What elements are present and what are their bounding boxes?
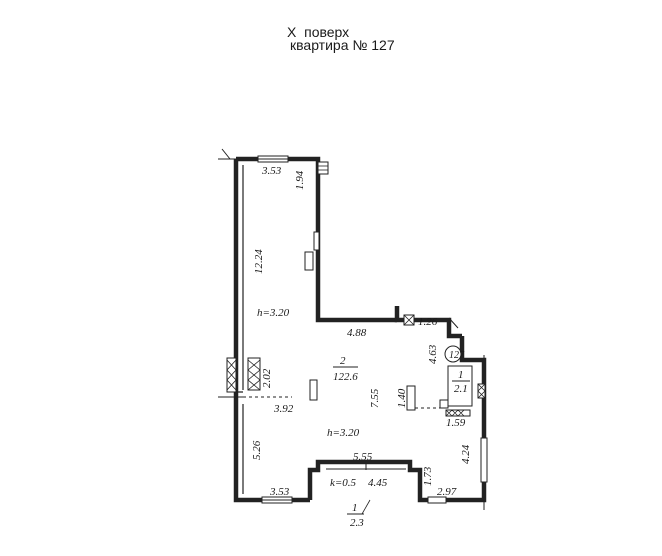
dim-left-lower-height: 5.26 (251, 440, 263, 460)
column-left (309, 379, 318, 401)
window-bottom-right (427, 496, 447, 504)
dim-balcony-top: 5.55 (353, 451, 373, 463)
dim-left-window: 2.02 (261, 368, 273, 388)
apartment-badge: 127 (449, 350, 465, 361)
balcony-leader (361, 499, 371, 515)
balcony-k: k=0.5 (330, 477, 357, 489)
wall-mid-step (394, 306, 462, 339)
bathroom-box (447, 365, 473, 407)
column-center (406, 385, 416, 411)
dim-bath-width: 1.59 (446, 417, 466, 429)
dim-central-span: 7.55 (369, 388, 381, 408)
apartment-badge-circle (444, 345, 462, 363)
hatch-left-2 (247, 357, 261, 391)
balcony-number: 1 (352, 502, 358, 514)
balcony-area: 2.3 (350, 517, 364, 529)
dim-right-step: 1.26 (418, 316, 438, 328)
dim-left-upper-height: 12.24 (253, 249, 265, 274)
bathroom-area: 2.1 (454, 383, 468, 395)
main-room-area: 122.6 (333, 371, 358, 383)
bathroom-number: 1 (458, 369, 464, 381)
dim-column: 1.40 (396, 388, 408, 408)
notch-upper-2 (304, 251, 314, 271)
height-label-lower: h=3.20 (327, 427, 360, 439)
wall-balcony-left (307, 459, 432, 503)
window-right (480, 437, 488, 483)
main-room-number: 2 (340, 355, 346, 367)
dim-top-notch: 1.94 (294, 170, 306, 190)
dim-bottom-left-width: 3.53 (269, 486, 290, 498)
dim-top-left-width: 3.53 (261, 165, 282, 177)
bathroom-sink (439, 399, 449, 409)
floor-label: X поверх (287, 24, 350, 40)
hatch-right-vent (477, 383, 486, 399)
dim-balcony-right: 1.73 (422, 466, 434, 486)
height-label-upper: h=3.20 (257, 307, 290, 319)
apartment-title: квартира № 127 (290, 37, 395, 53)
balcony-rail (326, 462, 406, 470)
notch-upper-1 (313, 231, 320, 251)
dim-left-corridor: 3.92 (273, 403, 294, 415)
dim-bottom-right-width: 2.97 (437, 486, 457, 498)
dim-balcony-inner: 4.45 (368, 477, 388, 489)
tick-right (448, 317, 485, 510)
tick-top-left (218, 148, 240, 160)
shaft-top-right (317, 161, 329, 175)
dim-mid-step: 4.88 (347, 327, 367, 339)
hatch-bath (445, 409, 471, 417)
dim-right-notch: 4.63 (427, 344, 439, 364)
dim-right-lower-height: 4.24 (460, 444, 472, 464)
hatch-left-1 (226, 357, 237, 393)
wall-left (233, 159, 310, 503)
wall-inner-upper (236, 165, 244, 393)
